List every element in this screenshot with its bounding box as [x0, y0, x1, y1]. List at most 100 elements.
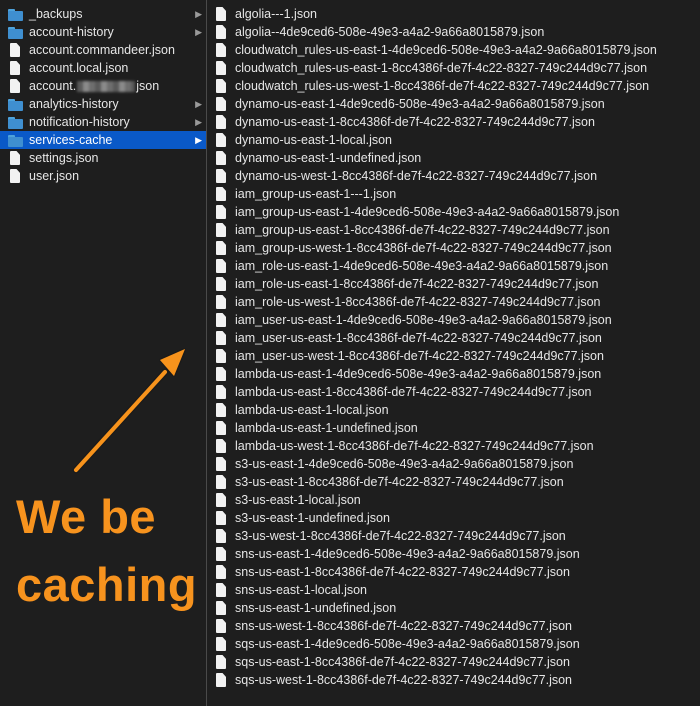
file-item[interactable]: sqs-us-east-1-8cc4386f-de7f-4c22-8327-74… [208, 653, 700, 671]
document-icon [8, 151, 22, 165]
document-icon [214, 637, 228, 651]
sidebar-item-notification-history[interactable]: notification-history▶ [0, 113, 206, 131]
sidebar-item-user-json[interactable]: user.json [0, 167, 206, 185]
item-label: settings.json [29, 151, 99, 165]
document-icon [214, 547, 228, 561]
sidebar-item-backups[interactable]: _backups▶ [0, 5, 206, 23]
document-icon [8, 79, 22, 93]
file-item[interactable]: dynamo-us-east-1-undefined.json [208, 149, 700, 167]
file-name: sns-us-east-1-8cc4386f-de7f-4c22-8327-74… [235, 565, 570, 579]
file-item[interactable]: sns-us-west-1-8cc4386f-de7f-4c22-8327-74… [208, 617, 700, 635]
sidebar-item-account-json[interactable]: account.json [0, 77, 206, 95]
document-icon [214, 673, 228, 687]
file-item[interactable]: s3-us-east-1-local.json [208, 491, 700, 509]
file-item[interactable]: sns-us-east-1-undefined.json [208, 599, 700, 617]
file-item[interactable]: sns-us-east-1-4de9ced6-508e-49e3-a4a2-9a… [208, 545, 700, 563]
file-item[interactable]: iam_user-us-west-1-8cc4386f-de7f-4c22-83… [208, 347, 700, 365]
document-icon [214, 205, 228, 219]
file-item[interactable]: cloudwatch_rules-us-west-1-8cc4386f-de7f… [208, 77, 700, 95]
file-name: sns-us-east-1-undefined.json [235, 601, 397, 615]
file-item[interactable]: s3-us-east-1-undefined.json [208, 509, 700, 527]
file-name: iam_group-us-east-1-4de9ced6-508e-49e3-a… [235, 205, 620, 219]
sidebar-item-account-local-json[interactable]: account.local.json [0, 59, 206, 77]
file-item[interactable]: iam_role-us-east-1-8cc4386f-de7f-4c22-83… [208, 275, 700, 293]
file-item[interactable]: iam_user-us-east-1-4de9ced6-508e-49e3-a4… [208, 311, 700, 329]
file-item[interactable]: lambda-us-east-1-undefined.json [208, 419, 700, 437]
document-icon [8, 61, 22, 75]
sidebar-item-account-commandeer-json[interactable]: account.commandeer.json [0, 41, 206, 59]
document-icon [214, 115, 228, 129]
file-item[interactable]: s3-us-east-1-4de9ced6-508e-49e3-a4a2-9a6… [208, 455, 700, 473]
file-item[interactable]: lambda-us-east-1-8cc4386f-de7f-4c22-8327… [208, 383, 700, 401]
file-item[interactable]: dynamo-us-east-1-4de9ced6-508e-49e3-a4a2… [208, 95, 700, 113]
document-icon [214, 565, 228, 579]
document-icon [214, 367, 228, 381]
file-item[interactable]: iam_user-us-east-1-8cc4386f-de7f-4c22-83… [208, 329, 700, 347]
file-item[interactable]: sns-us-east-1-local.json [208, 581, 700, 599]
file-name: sqs-us-east-1-4de9ced6-508e-49e3-a4a2-9a… [235, 637, 580, 651]
file-item[interactable]: cloudwatch_rules-us-east-1-4de9ced6-508e… [208, 41, 700, 59]
folder-icon [8, 116, 23, 130]
file-item[interactable]: lambda-us-east-1-local.json [208, 401, 700, 419]
file-item[interactable]: sqs-us-east-1-4de9ced6-508e-49e3-a4a2-9a… [208, 635, 700, 653]
file-item[interactable]: iam_group-us-west-1-8cc4386f-de7f-4c22-8… [208, 239, 700, 257]
item-label: _backups [29, 7, 83, 21]
file-item[interactable]: iam_group-us-east-1---1.json [208, 185, 700, 203]
document-icon [214, 259, 228, 273]
file-name: iam_group-us-west-1-8cc4386f-de7f-4c22-8… [235, 241, 612, 255]
document-icon [214, 277, 228, 291]
file-item[interactable]: lambda-us-east-1-4de9ced6-508e-49e3-a4a2… [208, 365, 700, 383]
document-icon [8, 169, 22, 183]
file-item[interactable]: dynamo-us-east-1-8cc4386f-de7f-4c22-8327… [208, 113, 700, 131]
file-item[interactable]: iam_role-us-east-1-4de9ced6-508e-49e3-a4… [208, 257, 700, 275]
file-item[interactable]: iam_group-us-east-1-4de9ced6-508e-49e3-a… [208, 203, 700, 221]
document-icon [214, 295, 228, 309]
document-icon [214, 349, 228, 363]
document-icon [214, 133, 228, 147]
document-icon [214, 97, 228, 111]
file-item[interactable]: algolia---1.json [208, 5, 700, 23]
file-name: iam_role-us-west-1-8cc4386f-de7f-4c22-83… [235, 295, 601, 309]
document-icon [214, 439, 228, 453]
document-icon [214, 61, 228, 75]
document-icon [214, 7, 228, 21]
file-name: lambda-us-west-1-8cc4386f-de7f-4c22-8327… [235, 439, 594, 453]
sidebar-item-account-history[interactable]: account-history ▶ [0, 23, 206, 41]
file-name: dynamo-us-east-1-8cc4386f-de7f-4c22-8327… [235, 115, 595, 129]
sidebar-item-analytics-history[interactable]: analytics-history▶ [0, 95, 206, 113]
folder-icon [8, 26, 23, 40]
file-name: dynamo-us-east-1-4de9ced6-508e-49e3-a4a2… [235, 97, 605, 111]
file-name: lambda-us-east-1-8cc4386f-de7f-4c22-8327… [235, 385, 592, 399]
file-name: iam_user-us-east-1-4de9ced6-508e-49e3-a4… [235, 313, 612, 327]
file-item[interactable]: cloudwatch_rules-us-east-1-8cc4386f-de7f… [208, 59, 700, 77]
file-name: iam_user-us-west-1-8cc4386f-de7f-4c22-83… [235, 349, 604, 363]
file-item[interactable]: dynamo-us-east-1-local.json [208, 131, 700, 149]
file-item[interactable]: s3-us-west-1-8cc4386f-de7f-4c22-8327-749… [208, 527, 700, 545]
file-name: cloudwatch_rules-us-east-1-4de9ced6-508e… [235, 43, 657, 57]
file-name: iam_user-us-east-1-8cc4386f-de7f-4c22-83… [235, 331, 602, 345]
file-item[interactable]: sqs-us-west-1-8cc4386f-de7f-4c22-8327-74… [208, 671, 700, 689]
file-item[interactable]: dynamo-us-west-1-8cc4386f-de7f-4c22-8327… [208, 167, 700, 185]
item-label: notification-history [29, 115, 130, 129]
document-icon [214, 493, 228, 507]
document-icon [214, 169, 228, 183]
chevron-right-icon: ▶ [195, 27, 202, 37]
file-name: dynamo-us-east-1-local.json [235, 133, 393, 147]
annotation-line-1: We be [16, 490, 157, 543]
file-item[interactable]: lambda-us-west-1-8cc4386f-de7f-4c22-8327… [208, 437, 700, 455]
file-item[interactable]: s3-us-east-1-8cc4386f-de7f-4c22-8327-749… [208, 473, 700, 491]
file-item[interactable]: iam_role-us-west-1-8cc4386f-de7f-4c22-83… [208, 293, 700, 311]
file-name: sqs-us-east-1-8cc4386f-de7f-4c22-8327-74… [235, 655, 570, 669]
parent-folder-column[interactable]: _backups▶ account-history ▶ account.command… [0, 0, 207, 706]
document-icon [214, 223, 228, 237]
file-name: dynamo-us-west-1-8cc4386f-de7f-4c22-8327… [235, 169, 598, 183]
file-item[interactable]: sns-us-east-1-8cc4386f-de7f-4c22-8327-74… [208, 563, 700, 581]
file-name: iam_role-us-east-1-4de9ced6-508e-49e3-a4… [235, 259, 609, 273]
item-label: account-history [29, 25, 114, 39]
document-icon [214, 385, 228, 399]
sidebar-item-settings-json[interactable]: settings.json [0, 149, 206, 167]
file-item[interactable]: algolia--4de9ced6-508e-49e3-a4a2-9a66a80… [208, 23, 700, 41]
sidebar-item-services-cache[interactable]: services-cache▶ [0, 131, 206, 149]
file-item[interactable]: iam_group-us-east-1-8cc4386f-de7f-4c22-8… [208, 221, 700, 239]
